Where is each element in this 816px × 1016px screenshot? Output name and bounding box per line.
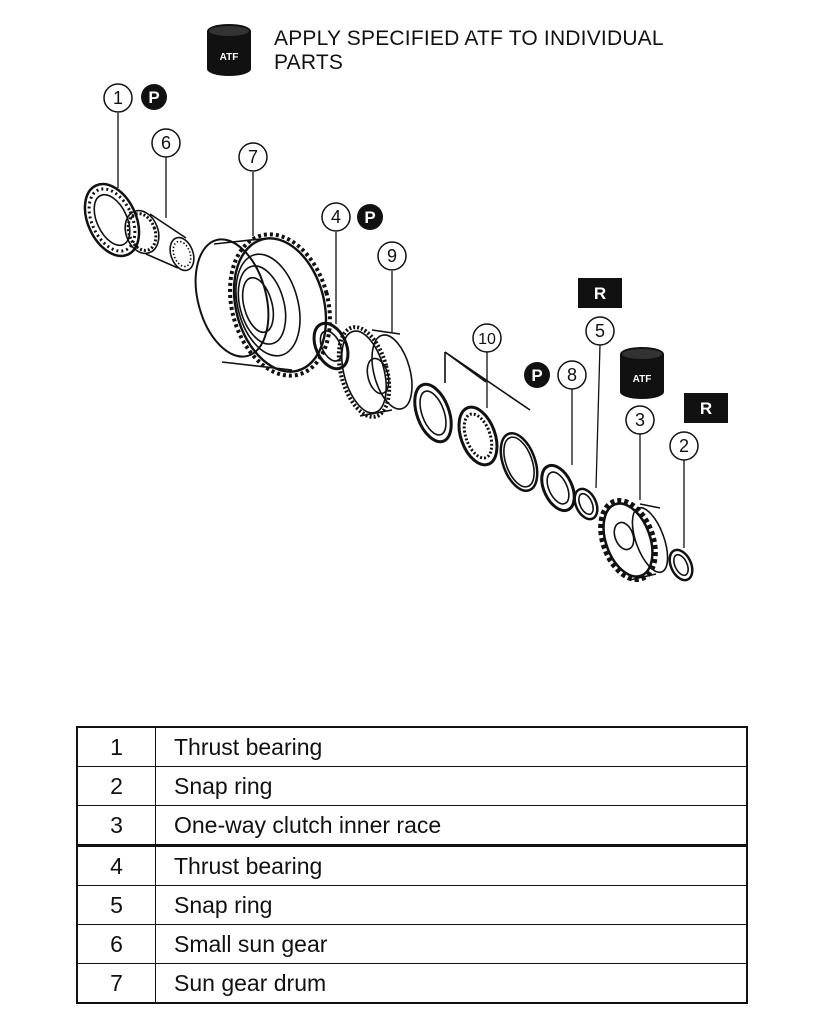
table-row: 2 Snap ring [76,766,748,806]
callout-circle-4 [321,202,351,232]
part-number: 5 [76,885,156,925]
callout-7: 7 [248,147,258,167]
gear-9 [336,325,413,419]
callout-circle-2 [669,431,699,461]
callout-3: 3 [635,410,645,430]
atf-legend-text: APPLY SPECIFIED ATF TO INDIVIDUAL PARTS [274,27,663,74]
table-row: 3 One-way clutch inner race [76,805,748,846]
callout-9: 9 [387,246,397,266]
callout-circle-3 [625,405,655,435]
callout-4: 4 [331,207,341,227]
atf-can-icon: ATF [207,24,251,76]
petroleum-jelly-marker-1 [141,84,167,110]
r-marker-label-2: R [700,399,712,418]
part-name: Small sun gear [155,924,748,964]
petroleum-jelly-marker-8 [524,362,550,388]
snap-ring-5 [573,487,599,521]
p-marker-label-8: P [531,366,542,385]
leader-lines [117,113,685,548]
part-name: Thrust bearing [155,844,748,886]
part-number: 1 [76,726,156,767]
callout-8: 8 [567,365,577,385]
replace-marker-5 [578,278,622,308]
callout-6: 6 [161,133,171,153]
part-name: Snap ring [155,885,748,925]
p-marker-label-1: P [148,88,159,107]
p-marker-label-4: P [364,208,375,227]
part-number: 2 [76,766,156,806]
table-row: 4 Thrust bearing [76,844,748,886]
callout-circle-1 [103,83,133,113]
exploded-parts-diagram: 1 2 3 4 5 6 7 8 9 10 P P P R R ATF [83,83,728,582]
thrust-bearing-4 [312,321,350,371]
callout-circle-8 [557,360,587,390]
callout-circle-7 [238,142,268,172]
callout-1: 1 [113,88,123,108]
callout-10: 10 [478,331,496,348]
part-name: Sun gear drum [155,963,748,1004]
part-name: Snap ring [155,766,748,806]
part-number: 3 [76,805,156,846]
small-sun-gear-6 [124,209,195,272]
part-number: 4 [76,844,156,886]
snap-ring-2 [668,548,694,582]
callout-circle-10 [472,323,502,353]
atf-icon-label: ATF [220,52,239,63]
replace-marker-2 [684,393,728,423]
part-number: 6 [76,924,156,964]
part-name: Thrust bearing [155,726,748,767]
atf-icon-label-part-3: ATF [633,374,652,385]
table-row: 6 Small sun gear [76,924,748,964]
callout-5: 5 [595,321,605,341]
atf-can-icon-part-3: ATF [620,347,664,399]
thrust-bearing-1 [83,182,141,258]
r-marker-label-5: R [594,284,606,303]
sun-gear-drum-7 [194,232,332,378]
one-way-clutch-inner-race-3 [598,498,669,582]
parts-table: 1 Thrust bearing 2 Snap ring 3 One-way c… [76,726,748,1004]
thrust-bearing-8 [540,463,576,513]
table-row: 7 Sun gear drum [76,963,748,1004]
part-name: One-way clutch inner race [155,805,748,846]
callout-2: 2 [679,436,689,456]
callout-circle-5 [585,316,615,346]
assembly-10 [413,351,539,492]
petroleum-jelly-marker-4 [357,204,383,230]
part-number: 7 [76,963,156,1004]
callout-circle-6 [151,128,181,158]
table-row: 5 Snap ring [76,885,748,925]
callout-circle-9 [377,241,407,271]
table-row: 1 Thrust bearing [76,726,748,767]
